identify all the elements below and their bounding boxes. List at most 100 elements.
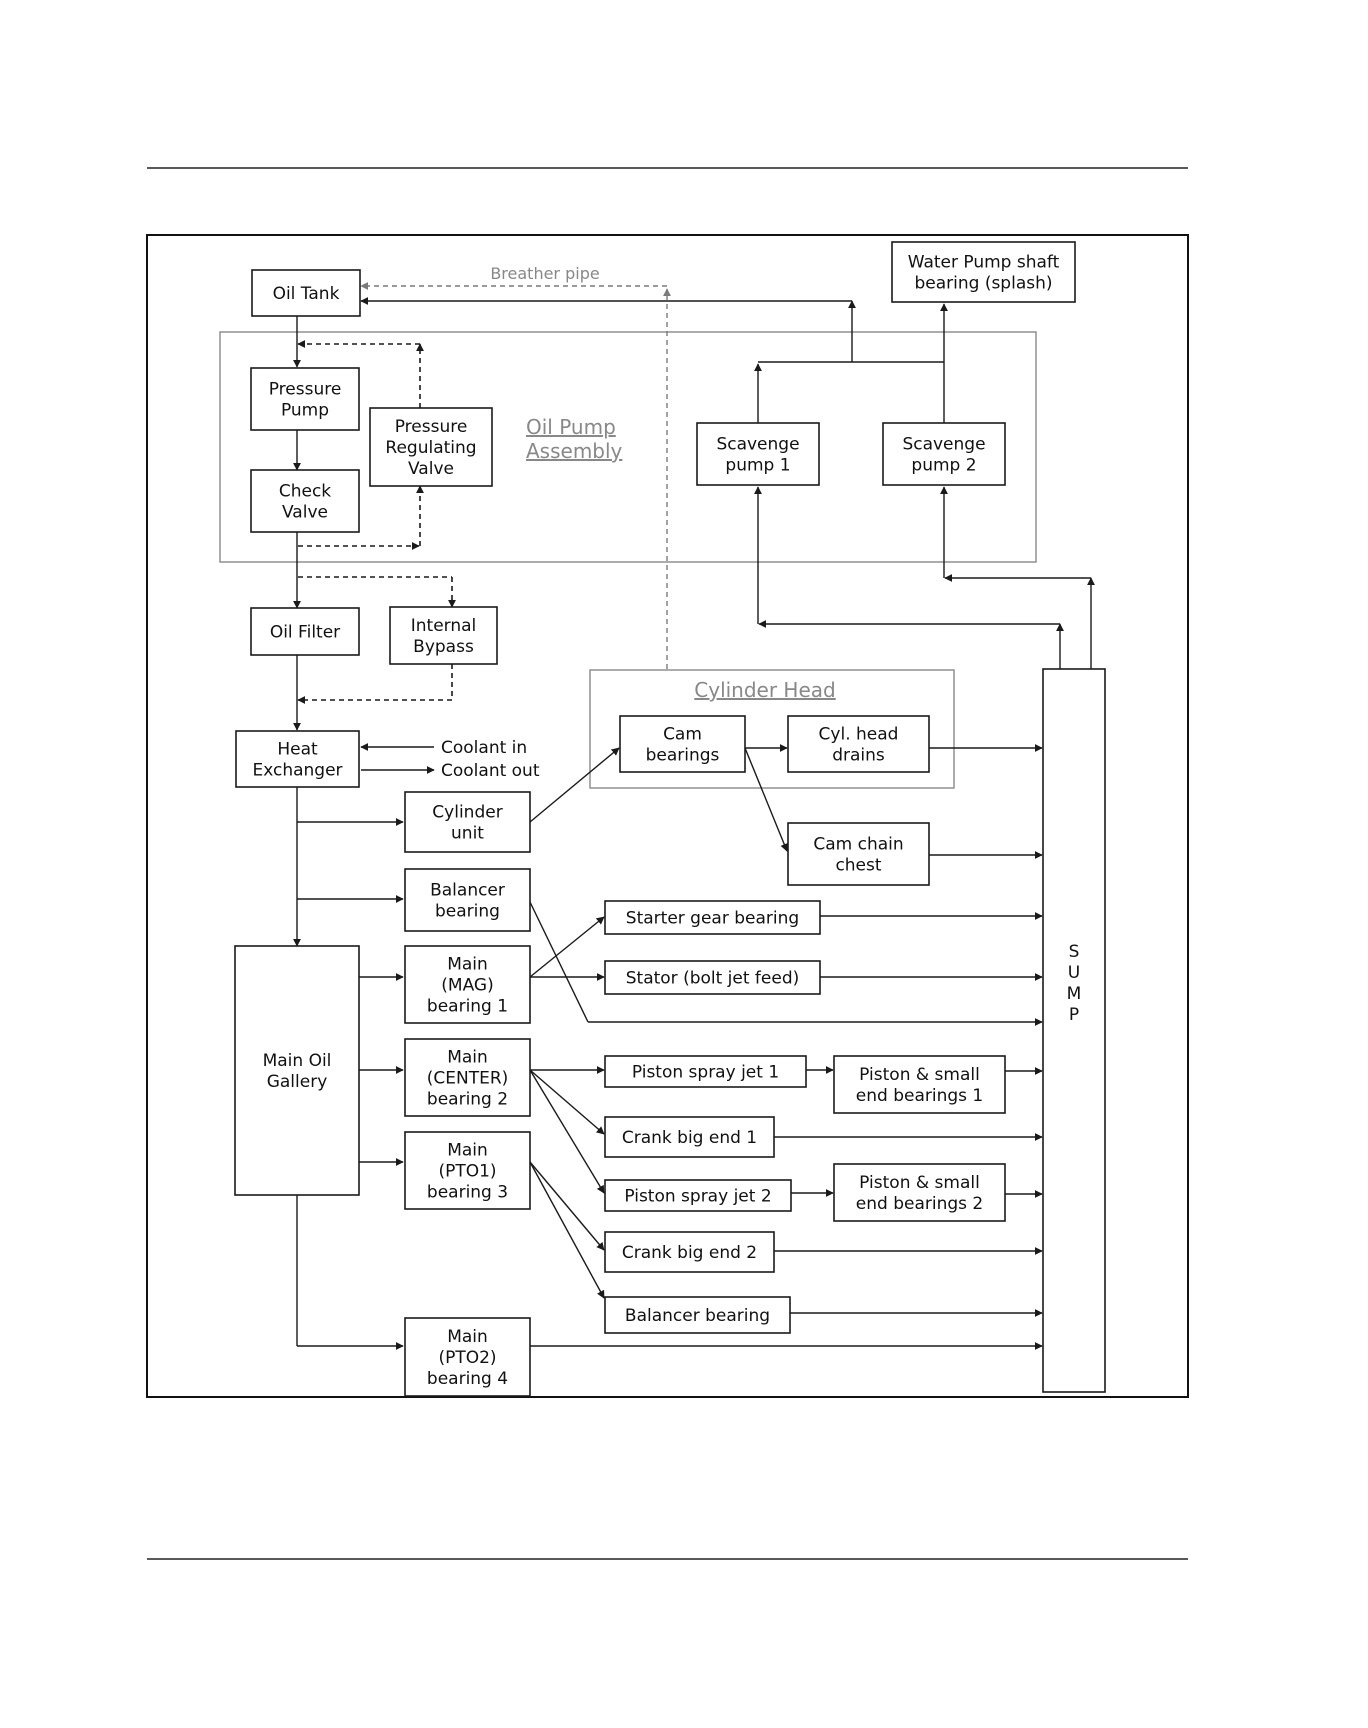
- main-mag-box: Main(MAG)bearing 1: [404, 945, 531, 1024]
- water-pump-label: bearing (splash): [914, 274, 1052, 294]
- main-center-label: bearing 2: [427, 1090, 508, 1110]
- piston-spray-jet-2-label: Piston spray jet 2: [624, 1187, 771, 1207]
- starter-gear-bearing-box: Starter gear bearing: [604, 900, 821, 935]
- crank-big-end-2-label: Crank big end 2: [622, 1243, 757, 1263]
- main-oil-gallery-label: Gallery: [267, 1072, 328, 1092]
- check-valve-label: Check: [279, 482, 331, 502]
- main-pto1-box: Main(PTO1)bearing 3: [404, 1131, 531, 1210]
- balancer-bearing-top-label: bearing: [435, 902, 500, 922]
- pressure-pump-label: Pressure: [269, 380, 342, 400]
- main-center-label: (CENTER): [427, 1069, 509, 1089]
- internal-bypass-label: Bypass: [413, 637, 474, 657]
- crank-big-end-1-box: Crank big end 1: [604, 1116, 775, 1158]
- main-pto2-label: (PTO2): [438, 1348, 496, 1368]
- oil-tank-box: Oil Tank: [251, 269, 361, 317]
- coolant-out-label: Coolant out: [441, 761, 540, 781]
- pressure-regulating-valve-label: Pressure: [395, 417, 468, 437]
- crank-big-end-2-box: Crank big end 2: [604, 1231, 775, 1273]
- cyl-head-drains-label: Cyl. head: [819, 725, 899, 745]
- main-pto1-label: (PTO1): [438, 1162, 496, 1182]
- piston-small-end-2-label: Piston & small: [859, 1173, 980, 1193]
- heat-exchanger-label: Exchanger: [252, 761, 342, 781]
- main-oil-gallery-label: Main Oil: [263, 1051, 332, 1071]
- diagram-labels: Coolant in Coolant out Oil PumpAssemblyCyl…: [441, 264, 836, 781]
- coolant-in-label: Coolant in: [441, 738, 527, 758]
- cam-chain-chest-label: Cam chain: [813, 835, 903, 855]
- main-pto1-label: Main: [447, 1141, 488, 1161]
- cylinder-unit-label: unit: [451, 824, 484, 844]
- sump-letter: S: [1069, 942, 1080, 962]
- internal-bypass-label: Internal: [411, 616, 477, 636]
- cylinder-unit-label: Cylinder: [432, 803, 502, 823]
- piston-spray-jet-1-label: Piston spray jet 1: [632, 1063, 779, 1083]
- sump-letter: M: [1067, 984, 1082, 1004]
- crank-big-end-1-label: Crank big end 1: [622, 1128, 757, 1148]
- water-pump-label: Water Pump shaft: [908, 253, 1060, 273]
- scavenge-pump-2-label: pump 2: [911, 456, 976, 476]
- main-mag-label: (MAG): [441, 976, 493, 996]
- oil-pump-assembly-title: Oil Pump: [526, 415, 616, 439]
- heat-exchanger-label: Heat: [277, 740, 318, 760]
- piston-small-end-2-label: end bearings 2: [856, 1194, 983, 1214]
- main-mag-label: bearing 1: [427, 997, 508, 1017]
- check-valve-label: Valve: [282, 503, 328, 523]
- stator-label: Stator (bolt jet feed): [626, 969, 800, 989]
- scavenge-pump-1-label: Scavenge: [716, 435, 799, 455]
- stator-box: Stator (bolt jet feed): [604, 960, 821, 995]
- main-center-label: Main: [447, 1048, 488, 1068]
- balancer-bearing-bottom-label: Balancer bearing: [625, 1306, 770, 1326]
- cylinder-head-group: [589, 669, 955, 789]
- connectors: [293, 282, 1095, 1350]
- cylinder-head-title: Cylinder Head: [694, 678, 835, 702]
- oil-filter-box: Oil Filter: [250, 607, 360, 656]
- main-pto1-label: bearing 3: [427, 1183, 508, 1203]
- pressure-pump-label: Pump: [281, 401, 329, 421]
- main-center-box: Main(CENTER)bearing 2: [404, 1038, 531, 1117]
- pressure-regulating-valve-label: Valve: [408, 459, 454, 479]
- main-pto2-label: bearing 4: [427, 1369, 508, 1389]
- breather-pipe-label: Breather pipe: [490, 264, 599, 283]
- cam-bearings-label: Cam: [663, 725, 702, 745]
- pressure-regulating-valve-label: Regulating: [385, 438, 476, 458]
- oil-pump-assembly-title: Assembly: [526, 439, 623, 463]
- main-mag-label: Main: [447, 955, 488, 975]
- cyl-head-drains-label: drains: [832, 746, 885, 766]
- balancer-bearing-bottom-box: Balancer bearing: [604, 1296, 791, 1334]
- scavenge-pump-2-label: Scavenge: [902, 435, 985, 455]
- cam-bearings-label: bearings: [646, 746, 720, 766]
- main-pto2-box: Main(PTO2)bearing 4: [404, 1317, 531, 1397]
- balancer-bearing-top-label: Balancer: [430, 881, 505, 901]
- oil-tank-label: Oil Tank: [273, 284, 340, 304]
- main-pto2-label: Main: [447, 1327, 488, 1347]
- diagram-frame: [146, 234, 1189, 1398]
- scavenge-pump-1-label: pump 1: [725, 456, 790, 476]
- cam-chain-chest-label: chest: [835, 856, 881, 876]
- piston-spray-jet-2-box: Piston spray jet 2: [604, 1179, 792, 1212]
- oil-pump-assembly-group: [219, 331, 1037, 563]
- starter-gear-bearing-label: Starter gear bearing: [626, 909, 799, 929]
- piston-spray-jet-1-box: Piston spray jet 1: [604, 1055, 807, 1088]
- sump-letter: U: [1068, 963, 1080, 983]
- piston-small-end-1-label: Piston & small: [859, 1065, 980, 1085]
- sump-letter: P: [1069, 1005, 1079, 1025]
- oil-filter-label: Oil Filter: [270, 623, 340, 643]
